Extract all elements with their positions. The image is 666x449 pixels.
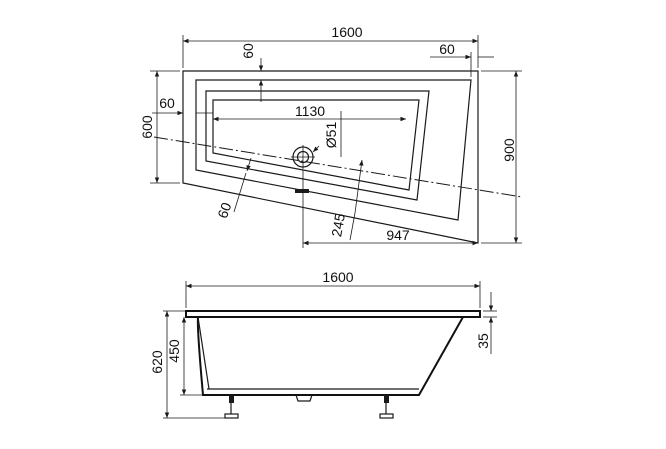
- side-view: 1600 35 620 450: [149, 269, 497, 419]
- dim-drain-diameter: Ø51: [323, 122, 339, 149]
- basin-inner-outline: [212, 99, 420, 191]
- dim-overall-length: 1600: [331, 24, 362, 40]
- tub-inner-wall: [197, 316, 210, 390]
- rim-inner-outline: [195, 79, 472, 221]
- dim-drain-to-end: 947: [386, 227, 410, 243]
- dim-rim-bottom: 60: [214, 200, 234, 220]
- dim-rim-thickness: 35: [475, 333, 491, 349]
- dim-line-rim-bottom: [246, 157, 252, 172]
- tub-rim: [185, 310, 481, 318]
- dim-line-rim-bottom: [233, 172, 247, 213]
- dim-drain-offset: 245: [328, 212, 348, 238]
- support-leg-right: [379, 395, 394, 419]
- dim-basin-depth: 450: [166, 339, 182, 363]
- support-leg-left: [224, 395, 239, 419]
- drain-icon: [291, 145, 315, 169]
- top-view: 1600 60 60 60 1130 600 900 Ø51: [139, 24, 523, 248]
- dim-height-left: 600: [139, 115, 155, 139]
- dim-height-right: 900: [501, 138, 517, 162]
- dim-line-drain-diameter: [312, 145, 320, 153]
- dim-rim-top: 60: [240, 43, 256, 59]
- dim-total-height: 620: [149, 350, 165, 374]
- drain-outlet: [295, 394, 313, 402]
- dim-rim-right: 60: [439, 41, 455, 57]
- center-axis-line: [153, 136, 523, 198]
- dim-inner-length: 1130: [295, 103, 325, 119]
- dim-line-drain-offset: [349, 212, 356, 241]
- overflow-slot: [295, 189, 309, 193]
- dim-side-length: 1600: [322, 269, 353, 285]
- basin-outer-outline: [205, 90, 430, 201]
- tub-body: [196, 316, 464, 396]
- dim-line-drain-offset: [354, 159, 364, 214]
- dim-rim-left: 60: [159, 95, 175, 111]
